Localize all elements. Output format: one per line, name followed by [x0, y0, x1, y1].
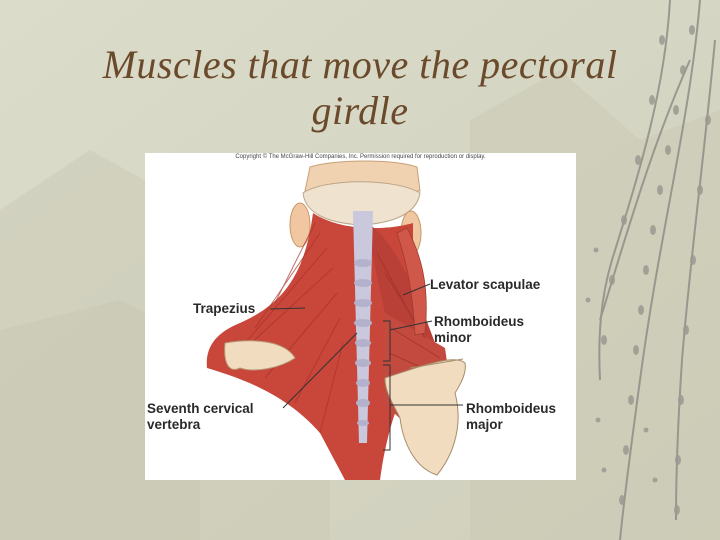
label-levator-scapulae: Levator scapulae: [430, 277, 541, 292]
anatomy-figure: Copyright © The McGraw-Hill Companies, I…: [145, 153, 576, 480]
label-rhomboideus-major-line1: Rhomboideus: [466, 401, 556, 416]
bud-decoration: [585, 25, 711, 515]
slide-title: Muscles that move the pectoral girdle: [40, 42, 680, 134]
label-seventh-cervical-line2: vertebra: [147, 417, 201, 432]
label-seventh-cervical-vertebra: Seventh cervical vertebra: [147, 401, 254, 433]
label-rhomboideus-minor: Rhomboideus minor: [434, 314, 524, 346]
label-rhomboideus-minor-line1: Rhomboideus: [434, 314, 524, 329]
title-line-2: girdle: [311, 88, 409, 133]
label-trapezius: Trapezius: [193, 301, 256, 316]
label-rhomboideus-major-line2: major: [466, 417, 503, 432]
label-seventh-cervical-line1: Seventh cervical: [147, 401, 254, 416]
title-line-1: Muscles that move the pectoral: [102, 42, 618, 87]
label-rhomboideus-major: Rhomboideus major: [466, 401, 556, 433]
anatomy-illustration: [206, 160, 466, 480]
label-rhomboideus-minor-line2: minor: [434, 330, 472, 345]
copyright-notice: Copyright © The McGraw-Hill Companies, I…: [235, 154, 486, 160]
